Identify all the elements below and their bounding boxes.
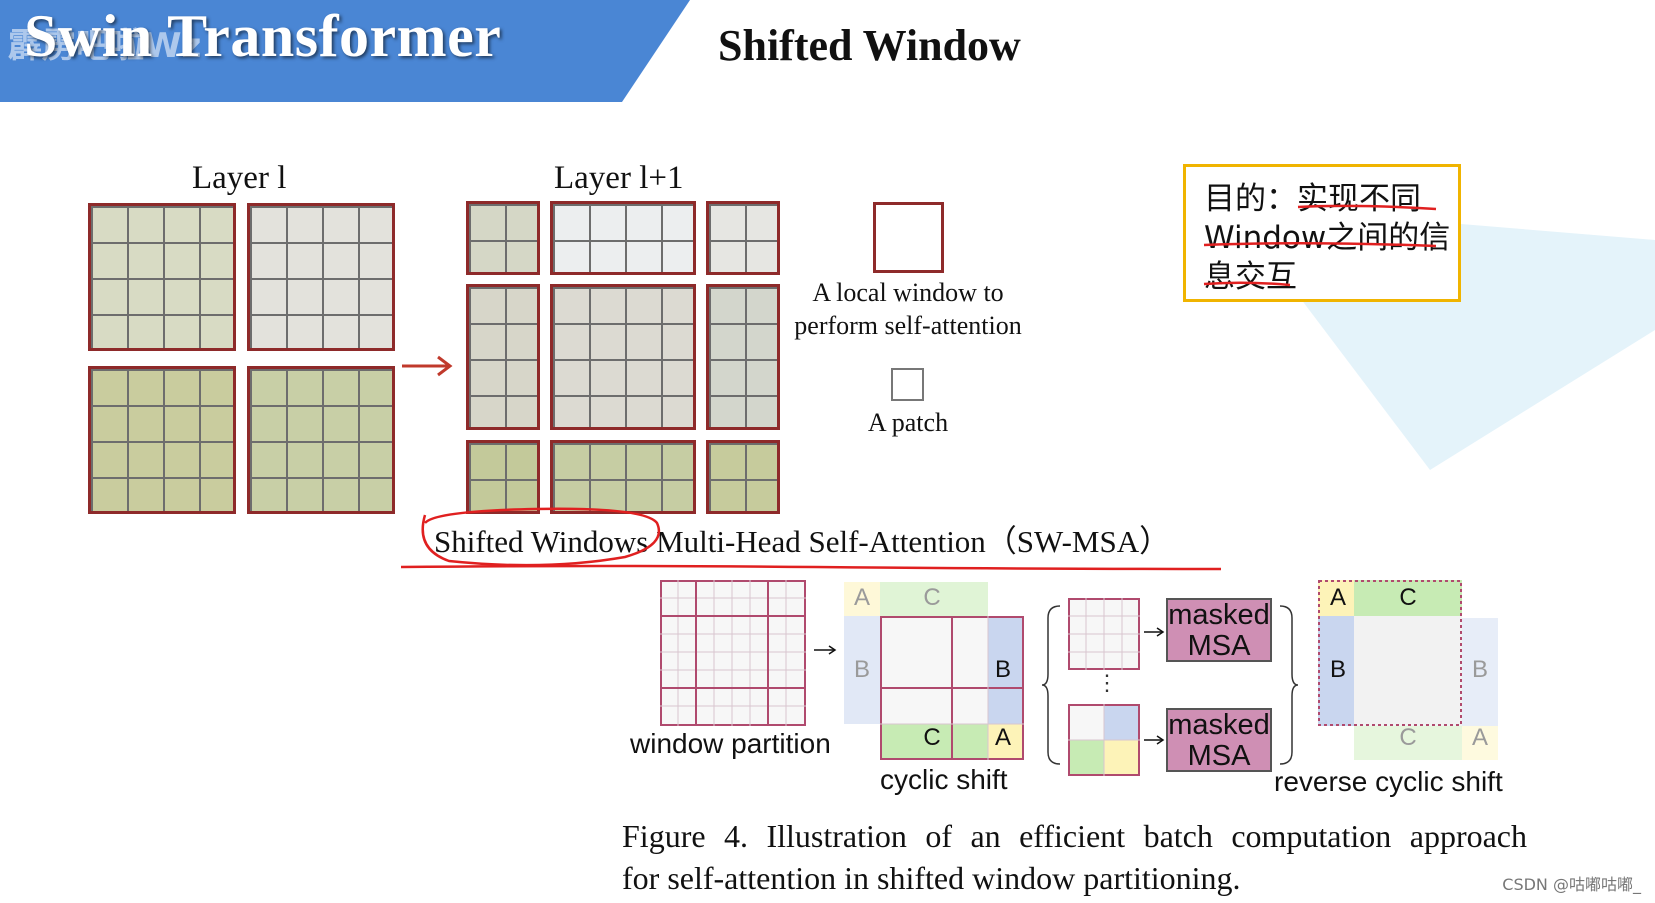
right-arrow-icon	[1144, 735, 1165, 745]
window	[466, 284, 540, 430]
note-line-1: 目的：实现不同	[1204, 181, 1421, 217]
ghost-letter-c: C	[1399, 724, 1417, 751]
legend-patch-icon	[891, 368, 924, 401]
window-partition-grid	[660, 580, 806, 726]
ghost-region-b	[1462, 618, 1498, 726]
window	[88, 366, 236, 514]
ghost-region-c	[880, 582, 988, 616]
ghost-letter-b: B	[1471, 656, 1488, 683]
letter-a: A	[994, 724, 1011, 751]
section-title: Shifted Window	[718, 21, 1021, 70]
window	[706, 201, 780, 275]
layer-l-label: Layer l	[192, 160, 287, 196]
legend-window-text-line2: perform self-attention	[794, 311, 1022, 340]
figure-caption-line1: Figure 4. Illustration of an efficient b…	[622, 818, 1527, 854]
legend-window-icon	[873, 202, 944, 273]
window	[550, 201, 696, 275]
batch-window-bottom	[1068, 704, 1140, 776]
ghost-letter-c: C	[923, 584, 941, 611]
window-partition-label: window partition	[630, 728, 831, 759]
masked-msa-box-bottom: masked MSA	[1166, 708, 1272, 772]
ghost-region-a	[844, 582, 880, 616]
letter-b: B	[1329, 656, 1346, 683]
note-line-2: Window之间的信	[1204, 220, 1451, 256]
legend-patch-text: A patch	[867, 408, 949, 437]
right-arrow-icon	[402, 355, 453, 377]
ghost-letter-b: B	[853, 656, 870, 683]
masked-msa-line1: masked	[1168, 709, 1270, 741]
window	[88, 203, 236, 351]
letter-c: C	[1399, 584, 1417, 611]
letter-b: B	[994, 656, 1011, 683]
logo-watermark: 霹雳吧啦Wz	[8, 26, 202, 66]
note-line-3: 息交互	[1204, 259, 1297, 295]
ghost-letter-a: A	[1471, 724, 1488, 751]
cyclic-shift-label: cyclic shift	[880, 764, 1008, 795]
hand-drawn-annotation	[400, 507, 1222, 571]
right-arrow-icon	[814, 645, 837, 655]
ghost-region-a	[1462, 726, 1498, 760]
masked-msa-box-top: masked MSA	[1166, 598, 1272, 662]
vertical-dots: ⋮	[1096, 670, 1118, 695]
ghost-region-c	[1354, 726, 1462, 760]
left-brace-icon	[1041, 605, 1061, 765]
legend-window-text-line1: A local window to	[812, 278, 1004, 307]
right-arrow-icon	[1144, 627, 1165, 637]
letter-a: A	[1329, 584, 1346, 611]
window	[706, 440, 780, 514]
ghost-region-b	[844, 616, 880, 724]
masked-msa-line2: MSA	[1187, 740, 1251, 772]
ghost-letter-a: A	[853, 584, 870, 611]
sw-msa-caption: Shifted Windows Multi-Head Self-Attentio…	[434, 524, 1171, 559]
layer-l1-label: Layer l+1	[554, 160, 684, 196]
window	[466, 201, 540, 275]
figure-caption-line2: for self-attention in shifted window par…	[622, 860, 1241, 896]
window	[550, 440, 696, 514]
slide-title: Swin Transformer	[24, 3, 502, 69]
letter-c: C	[923, 724, 941, 751]
figure-caption: Figure 4. Illustration of an efficient b…	[622, 815, 1527, 899]
batch-window-top	[1068, 598, 1140, 670]
header-banner	[0, 0, 690, 102]
reverse-cyclic-shift-label: reverse cyclic shift	[1274, 766, 1503, 797]
window	[466, 440, 540, 514]
window	[247, 203, 395, 351]
csdn-watermark: CSDN @咕嘟咕嘟_	[1502, 875, 1641, 894]
note-underlines	[1203, 204, 1437, 287]
right-brace-icon	[1279, 605, 1299, 765]
note-box: 目的：实现不同 Window之间的信 息交互	[1183, 164, 1461, 302]
cyclic-shift-grid	[880, 616, 1024, 760]
masked-msa-line1: masked	[1168, 599, 1270, 631]
window	[706, 284, 780, 430]
reverse-cyclic-shift-grid	[1318, 580, 1462, 726]
window	[550, 284, 696, 430]
masked-msa-line2: MSA	[1187, 630, 1251, 662]
window	[247, 366, 395, 514]
